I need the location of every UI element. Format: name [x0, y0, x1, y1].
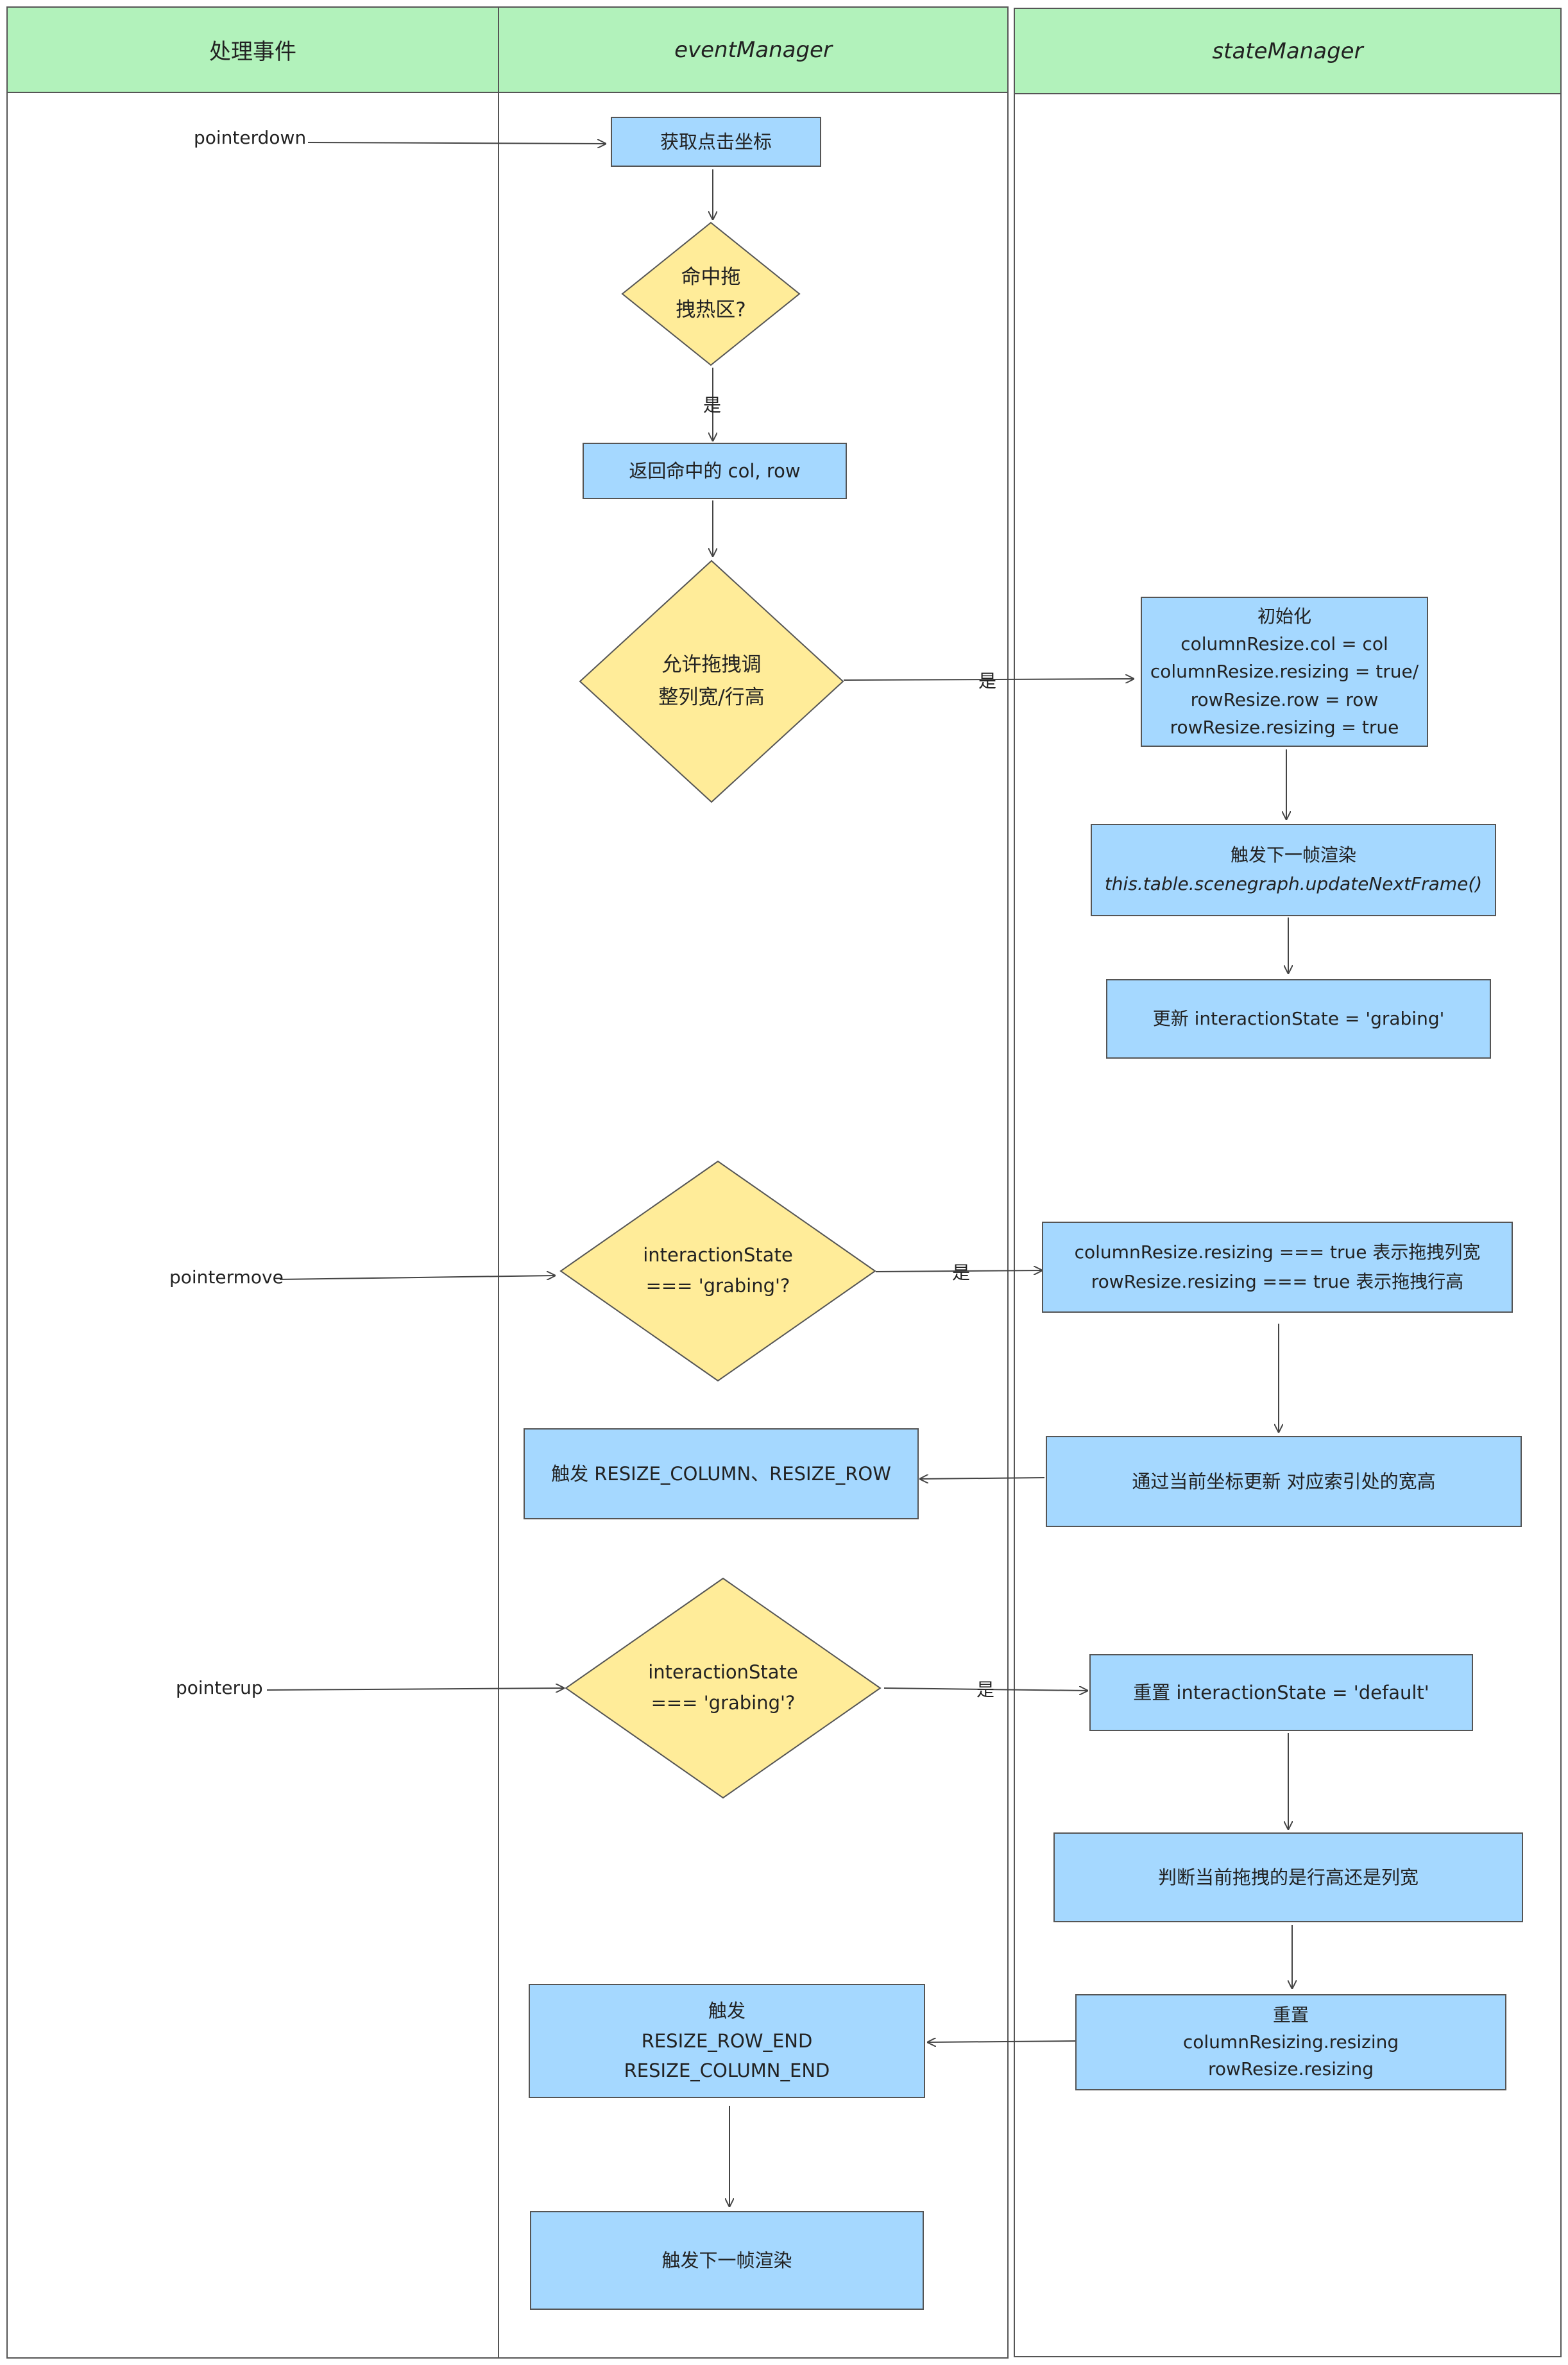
get-coords-box: 获取点击坐标 — [611, 117, 821, 167]
trigger-next-frame-box-2: 触发下一帧渲染 — [530, 2211, 924, 2310]
trigger-resize-box: 触发 RESIZE_COLUMN、RESIZE_ROW — [524, 1428, 919, 1519]
lane-event-manager: eventManager — [498, 6, 1009, 2359]
node-text: 通过当前坐标更新 对应索引处的宽高 — [1132, 1470, 1436, 1492]
check-grabing-move-decision: interactionState === 'grabing'? — [559, 1160, 876, 1382]
node-text: rowResize.resizing — [1207, 2058, 1374, 2079]
node-text: 整列宽/行高 — [658, 686, 765, 709]
lane-event-manager-header: eventManager — [499, 8, 1007, 93]
lane-state-manager: stateManager — [1014, 8, 1562, 2357]
node-text: 触发下一帧渲染 — [1230, 844, 1356, 866]
node-text: 返回命中的 col, row — [629, 459, 801, 482]
node-text: === 'grabing'? — [645, 1275, 790, 1297]
judge-row-or-col-box: 判断当前拖拽的是行高还是列宽 — [1053, 1832, 1523, 1922]
init-box: 初始化 columnResize.col = col columnResize.… — [1141, 597, 1428, 747]
node-text: 触发下一帧渲染 — [661, 2249, 792, 2271]
yes-label: 是 — [976, 1679, 995, 1700]
event-pointermove: pointermove — [169, 1267, 284, 1288]
node-text: 重置 interactionState = 'default' — [1133, 1681, 1429, 1703]
node-text: 初始化 — [1257, 605, 1311, 627]
node-text: rowResize.row = row — [1190, 688, 1379, 710]
node-text: columnResizing.resizing — [1182, 2031, 1399, 2053]
resizing-meaning-box: columnResize.resizing === true 表示拖拽列宽 ro… — [1042, 1222, 1513, 1313]
node-text: 拽热区? — [676, 298, 746, 321]
node-text: 触发 RESIZE_COLUMN、RESIZE_ROW — [551, 1462, 891, 1485]
lane-state-manager-header: stateManager — [1015, 9, 1560, 94]
node-text: 允许拖拽调 — [661, 653, 762, 676]
node-text: rowResize.resizing = true — [1170, 717, 1399, 739]
node-text: interactionState — [648, 1661, 798, 1684]
node-text: columnResize.col = col — [1180, 633, 1388, 654]
node-text: columnResize.resizing === true 表示拖拽列宽 — [1074, 1241, 1481, 1263]
allow-resize-decision: 允许拖拽调 整列宽/行高 — [579, 559, 844, 803]
yes-label: 是 — [952, 1262, 971, 1283]
reset-state-default-box: 重置 interactionState = 'default' — [1089, 1654, 1473, 1731]
decision-shape — [621, 221, 801, 366]
event-pointerup: pointerup — [176, 1677, 263, 1698]
decision-shape — [565, 1577, 882, 1799]
lane-events-header: 处理事件 — [8, 8, 498, 93]
node-text: 触发 — [708, 2000, 746, 2022]
node-text: rowResize.resizing === true 表示拖拽行高 — [1091, 1271, 1464, 1292]
yes-label: 是 — [978, 670, 997, 692]
node-text: this.table.scenegraph.updateNextFrame() — [1104, 873, 1483, 894]
decision-shape — [559, 1160, 876, 1382]
node-text: RESIZE_COLUMN_END — [624, 2060, 830, 2082]
reset-resizing-box: 重置 columnResizing.resizing rowResize.res… — [1075, 1994, 1506, 2090]
node-text: RESIZE_ROW_END — [641, 2029, 813, 2052]
trigger-end-box: 触发 RESIZE_ROW_END RESIZE_COLUMN_END — [529, 1984, 925, 2098]
check-grabing-up-decision: interactionState === 'grabing'? — [565, 1577, 882, 1799]
update-state-grabing-box: 更新 interactionState = 'grabing' — [1106, 979, 1491, 1059]
node-text: 获取点击坐标 — [660, 130, 772, 153]
event-pointerdown: pointerdown — [194, 127, 307, 148]
node-text: === 'grabing'? — [651, 1692, 796, 1714]
node-text: 重置 — [1272, 2004, 1309, 2026]
yes-label: 是 — [703, 395, 722, 416]
decision-shape — [579, 559, 844, 803]
node-text: columnResize.resizing = true/ — [1150, 661, 1419, 683]
node-text: 更新 interactionState = 'grabing' — [1152, 1007, 1445, 1029]
node-text: 判断当前拖拽的是行高还是列宽 — [1157, 1866, 1419, 1888]
hit-zone-decision: 命中拖 拽热区? — [621, 221, 801, 366]
update-size-box: 通过当前坐标更新 对应索引处的宽高 — [1046, 1436, 1522, 1527]
return-col-row-box: 返回命中的 col, row — [583, 443, 847, 499]
trigger-next-frame-box-1: 触发下一帧渲染 this.table.scenegraph.updateNext… — [1091, 824, 1496, 916]
node-text: 命中拖 — [681, 265, 741, 289]
lane-events: 处理事件 — [6, 6, 499, 2359]
node-text: interactionState — [643, 1244, 793, 1267]
